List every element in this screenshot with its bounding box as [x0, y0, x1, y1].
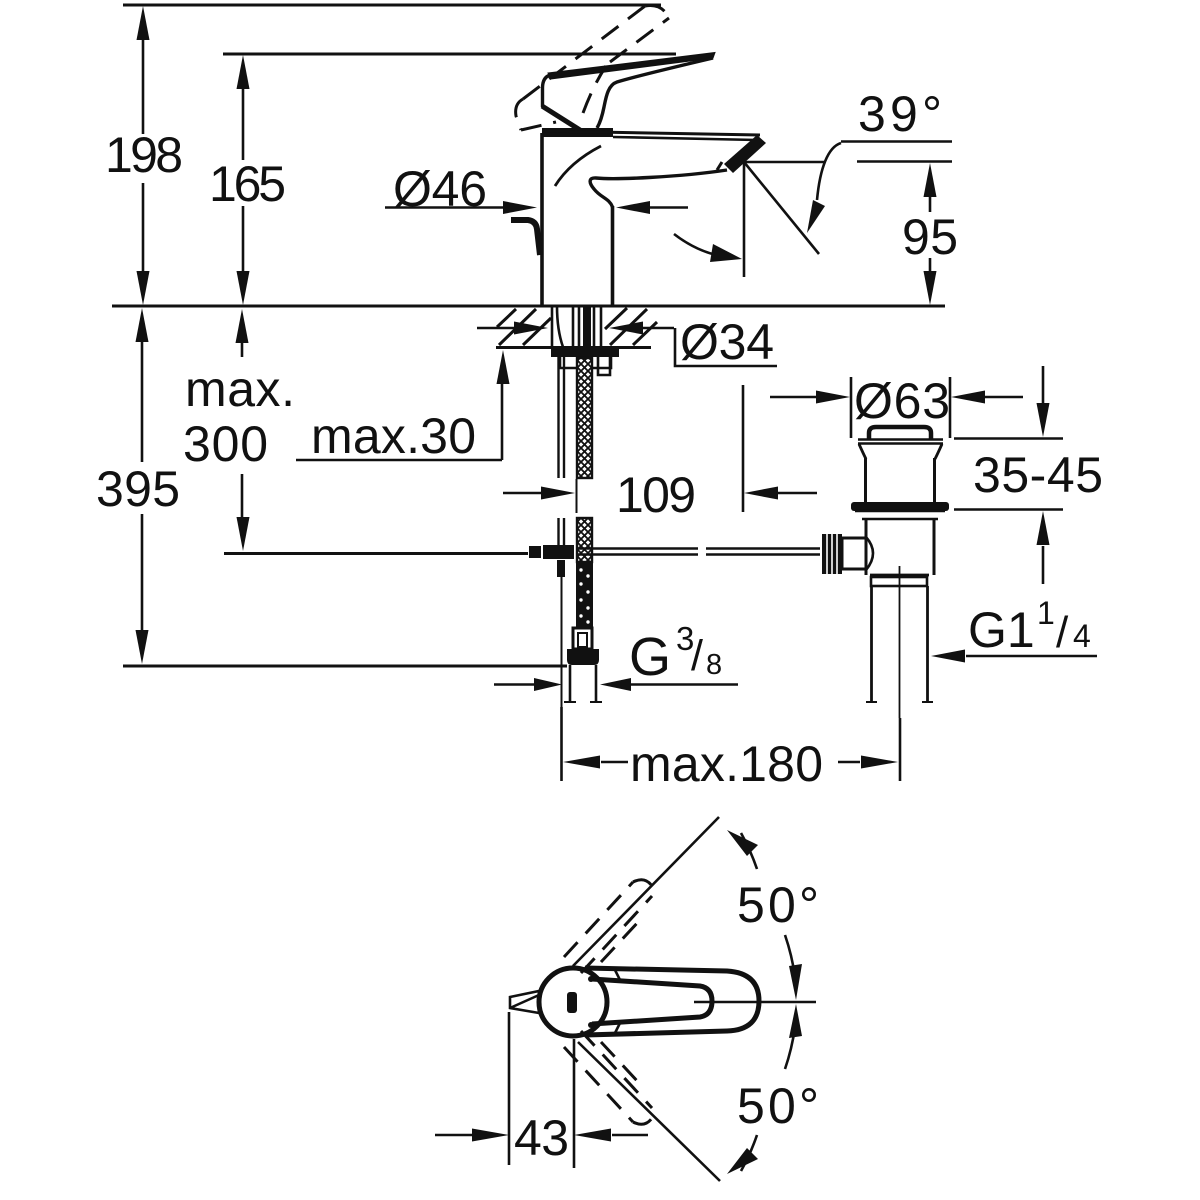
svg-text:50°: 50° — [737, 1078, 819, 1134]
svg-text:1: 1 — [1037, 595, 1055, 631]
svg-text:/: / — [1056, 608, 1069, 657]
svg-text:8: 8 — [706, 649, 722, 681]
svg-text:4: 4 — [1073, 618, 1091, 654]
svg-text:max.: max. — [185, 361, 295, 417]
svg-text:95: 95 — [902, 209, 958, 265]
svg-text:max.180: max.180 — [630, 736, 823, 792]
svg-text:39°: 39° — [858, 86, 942, 142]
svg-text:198: 198 — [105, 127, 183, 183]
svg-text:165: 165 — [209, 156, 286, 212]
svg-text:395: 395 — [96, 461, 180, 517]
svg-text:109: 109 — [616, 467, 696, 523]
svg-text:35-45: 35-45 — [973, 447, 1103, 503]
svg-text:Ø46: Ø46 — [393, 161, 487, 217]
svg-text:Ø63: Ø63 — [854, 373, 950, 429]
svg-text:300: 300 — [183, 416, 268, 472]
svg-text:/: / — [691, 632, 703, 680]
svg-text:G1: G1 — [968, 602, 1035, 658]
svg-text:Ø34: Ø34 — [680, 314, 774, 370]
svg-text:3: 3 — [676, 620, 694, 657]
svg-text:max.30: max.30 — [311, 408, 476, 464]
svg-text:50°: 50° — [737, 877, 819, 933]
svg-text:43: 43 — [514, 1110, 569, 1166]
svg-text:G: G — [629, 627, 671, 687]
